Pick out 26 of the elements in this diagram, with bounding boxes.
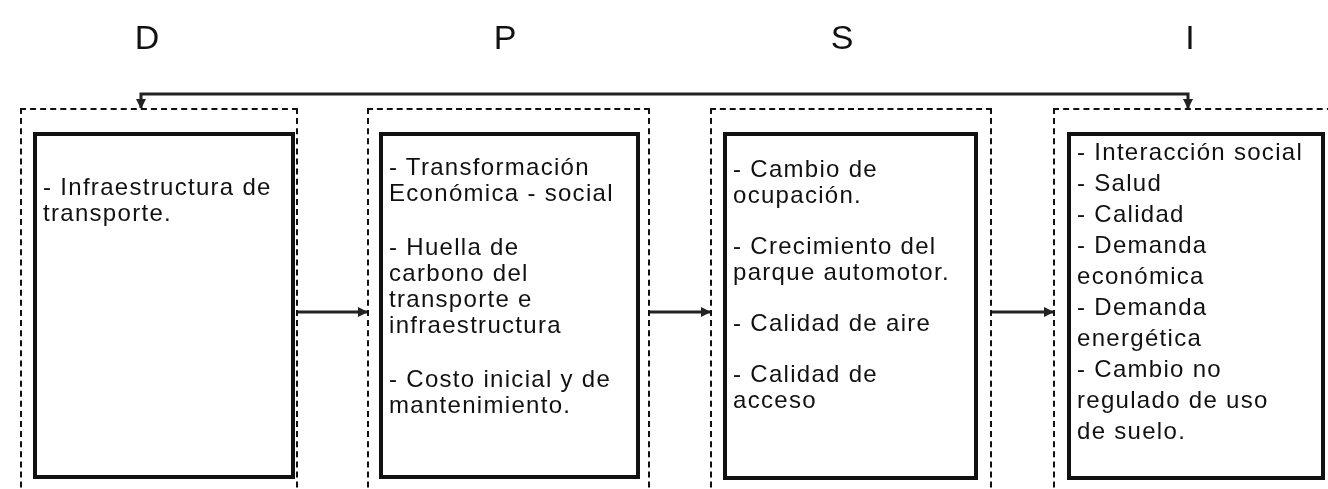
arrow	[992, 307, 1054, 317]
stage-letter: I	[1185, 18, 1195, 57]
list-item-text: - Crecimiento del parque automotor.	[733, 233, 951, 285]
list-item-text: - Interacción social	[1077, 137, 1305, 167]
stage-letter: S	[830, 18, 854, 57]
text-box	[379, 132, 640, 479]
list-item-text: - Cambio de ocupación.	[733, 156, 880, 208]
dashed-group-box	[367, 108, 650, 489]
list-item-text: - Cambio no regulado de uso de suelo.	[1077, 354, 1270, 446]
stage-letter: D	[134, 18, 160, 57]
list-item-text: - Demanda económica	[1077, 230, 1209, 291]
list-item-text: - Transformación Económica - social	[389, 154, 615, 206]
arrow	[136, 92, 1193, 109]
list-item-text: - Demanda energética	[1077, 292, 1209, 353]
list-item-text: - Huella de carbono del transporte e infraestructura	[389, 234, 563, 338]
list-item-text: - Costo inicial y de mantenimiento.	[389, 366, 613, 418]
arrow	[650, 307, 711, 317]
arrow	[298, 307, 368, 317]
list-item-text: - Infraestructura de transporte.	[43, 174, 273, 226]
list-item-text: - Calidad de aire	[733, 310, 933, 336]
list-item-text: - Calidad de acceso	[733, 361, 879, 413]
list-item-text: - Salud	[1077, 168, 1164, 198]
text-box	[723, 132, 978, 480]
dashed-group-box	[710, 108, 992, 489]
stage-letter: P	[493, 18, 517, 57]
list-item-text: - Calidad	[1077, 199, 1186, 229]
